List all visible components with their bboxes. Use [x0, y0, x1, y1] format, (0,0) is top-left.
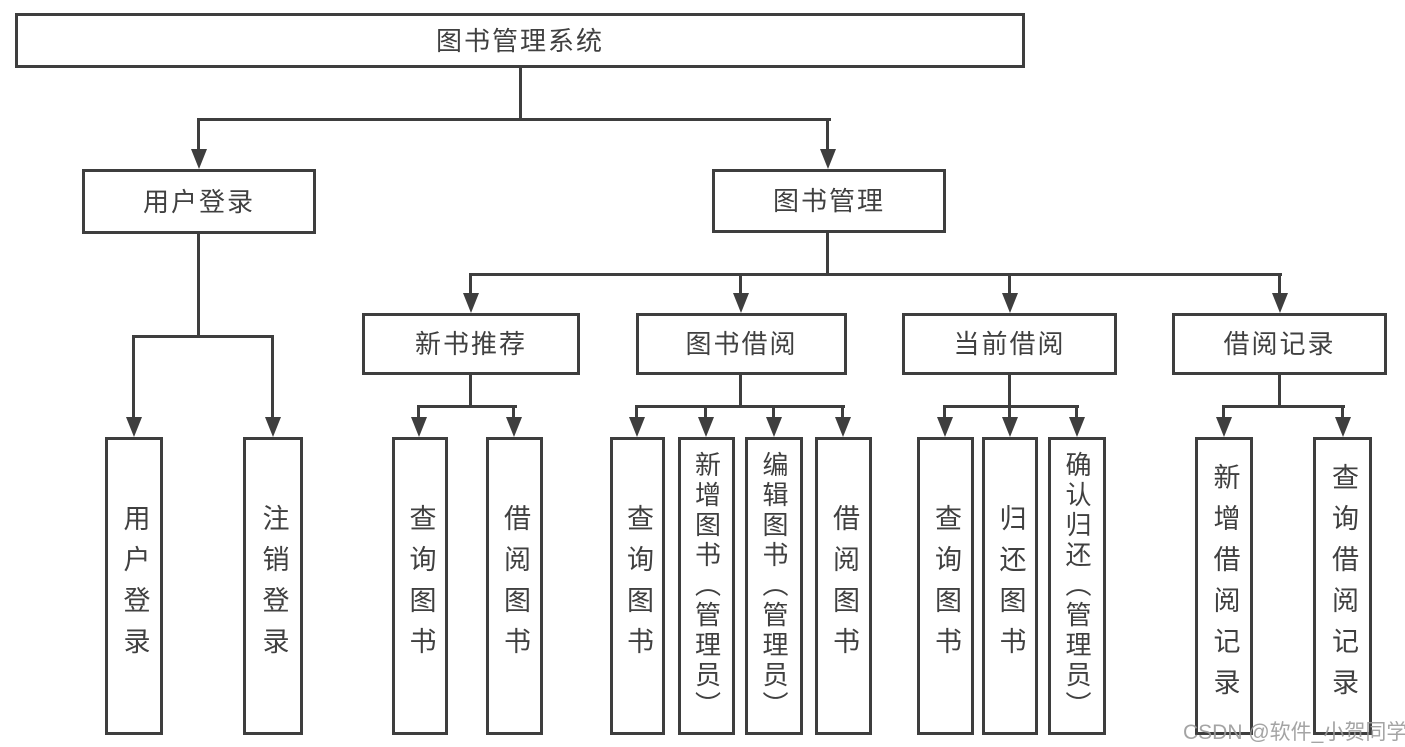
node-book-management-label: 图书管理	[772, 186, 885, 216]
leaf-return-books: 归还图书	[982, 437, 1038, 735]
node-book-borrow-label: 图书借阅	[685, 329, 798, 359]
connector-userlogin-stem	[197, 233, 200, 336]
connector-borrowrecords-drop-2	[1341, 407, 1344, 420]
leaf-query-books-1-label: 查询图书	[405, 504, 436, 668]
leaf-confirm-return-admin-label: 确认归还（管理员）	[1062, 451, 1092, 721]
arrowhead-down-icon	[1335, 417, 1351, 437]
leaf-user-login: 用户登录	[105, 437, 163, 735]
connector-borrowrecords-stem	[1278, 375, 1281, 406]
arrowhead-down-icon	[463, 293, 479, 313]
node-root: 图书管理系统	[15, 13, 1025, 68]
arrowhead-down-icon	[126, 417, 142, 437]
connector-root-drop-left	[197, 120, 200, 151]
arrowhead-down-icon	[629, 417, 645, 437]
connector-currentborrow-drop-2	[1008, 407, 1011, 420]
node-current-borrow-label: 当前借阅	[953, 329, 1066, 359]
leaf-logout-label: 注销登录	[258, 504, 289, 668]
connector-currentborrow-drop-3	[1075, 407, 1078, 420]
arrowhead-down-icon	[835, 417, 851, 437]
arrowhead-down-icon	[1272, 293, 1288, 313]
arrowhead-down-icon	[820, 149, 836, 169]
node-borrow-records-label: 借阅记录	[1223, 329, 1336, 359]
connector-newbooks-bar	[417, 405, 517, 408]
leaf-logout: 注销登录	[243, 437, 303, 735]
connector-newbooks-stem	[469, 375, 472, 406]
leaf-add-borrow-record: 新增借阅记录	[1195, 437, 1253, 735]
node-borrow-records: 借阅记录	[1172, 313, 1387, 375]
connector-bookmgmt-drop-2	[739, 275, 742, 295]
leaf-confirm-return-admin: 确认归还（管理员）	[1048, 437, 1106, 735]
connector-userlogin-drop-1	[132, 337, 135, 419]
arrowhead-down-icon	[937, 417, 953, 437]
connector-currentborrow-bar	[943, 405, 1079, 408]
node-book-borrow: 图书借阅	[636, 313, 847, 375]
connector-bookborrow-bar	[635, 405, 845, 408]
node-user-login-label: 用户登录	[142, 186, 255, 217]
connector-bookmgmt-bar	[469, 273, 1282, 276]
connector-bookborrow-drop-4	[841, 407, 844, 420]
leaf-edit-book-admin-label: 编辑图书（管理员）	[759, 451, 789, 721]
leaf-borrow-books-1-label: 借阅图书	[500, 504, 530, 668]
arrowhead-down-icon	[411, 417, 427, 437]
leaf-query-books-1: 查询图书	[392, 437, 448, 735]
leaf-borrow-books-1: 借阅图书	[486, 437, 543, 735]
connector-newbooks-drop-2	[512, 407, 515, 420]
leaf-user-login-label: 用户登录	[119, 504, 150, 668]
arrowhead-down-icon	[1002, 293, 1018, 313]
leaf-query-books-2: 查询图书	[610, 437, 665, 735]
connector-currentborrow-stem	[1008, 375, 1011, 406]
connector-bookmgmt-drop-4	[1278, 275, 1281, 295]
connector-bookmgmt-drop-3	[1008, 275, 1011, 295]
connector-newbooks-drop-1	[417, 407, 420, 420]
connector-bookmgmt-drop-1	[469, 275, 472, 295]
leaf-add-book-admin: 新增图书（管理员）	[678, 437, 735, 735]
arrowhead-down-icon	[191, 149, 207, 169]
arrowhead-down-icon	[1216, 417, 1232, 437]
leaf-borrow-books-2: 借阅图书	[815, 437, 872, 735]
node-new-book-recommend-label: 新书推荐	[414, 329, 527, 359]
connector-bookmgmt-stem	[826, 232, 829, 275]
connector-currentborrow-drop-1	[943, 407, 946, 420]
connector-userlogin-drop-2	[271, 337, 274, 419]
arrowhead-down-icon	[698, 417, 714, 437]
csdn-watermark: CSDN @软件_小贺同学	[1183, 721, 1405, 744]
leaf-return-books-label: 归还图书	[995, 504, 1026, 668]
node-current-borrow: 当前借阅	[902, 313, 1117, 375]
node-user-login: 用户登录	[82, 169, 316, 234]
arrowhead-down-icon	[506, 417, 522, 437]
arrowhead-down-icon	[1069, 417, 1085, 437]
node-root-label: 图书管理系统	[435, 25, 604, 56]
connector-root-drop-right	[826, 120, 829, 151]
connector-bookborrow-drop-3	[772, 407, 775, 420]
connector-bookborrow-drop-2	[704, 407, 707, 420]
arrowhead-down-icon	[733, 293, 749, 313]
connector-bookborrow-stem	[739, 375, 742, 406]
connector-userlogin-bar	[132, 335, 274, 338]
connector-bookborrow-drop-1	[635, 407, 638, 420]
connector-root-stem	[519, 67, 522, 120]
arrowhead-down-icon	[1002, 417, 1018, 437]
connector-root-bar	[197, 118, 831, 121]
leaf-query-borrow-record-label: 查询借阅记录	[1328, 463, 1358, 709]
connector-borrowrecords-drop-1	[1222, 407, 1225, 420]
node-new-book-recommend: 新书推荐	[362, 313, 580, 375]
leaf-add-borrow-record-label: 新增借阅记录	[1209, 463, 1240, 709]
arrowhead-down-icon	[265, 417, 281, 437]
leaf-query-books-3: 查询图书	[917, 437, 974, 735]
leaf-borrow-books-2-label: 借阅图书	[829, 504, 859, 668]
leaf-query-borrow-record: 查询借阅记录	[1313, 437, 1372, 735]
leaf-query-books-3-label: 查询图书	[931, 504, 961, 668]
connector-borrowrecords-bar	[1222, 405, 1345, 408]
node-book-management: 图书管理	[712, 169, 946, 233]
leaf-edit-book-admin: 编辑图书（管理员）	[745, 437, 803, 735]
leaf-query-books-2-label: 查询图书	[623, 504, 653, 668]
leaf-add-book-admin-label: 新增图书（管理员）	[691, 451, 722, 721]
arrowhead-down-icon	[766, 417, 782, 437]
